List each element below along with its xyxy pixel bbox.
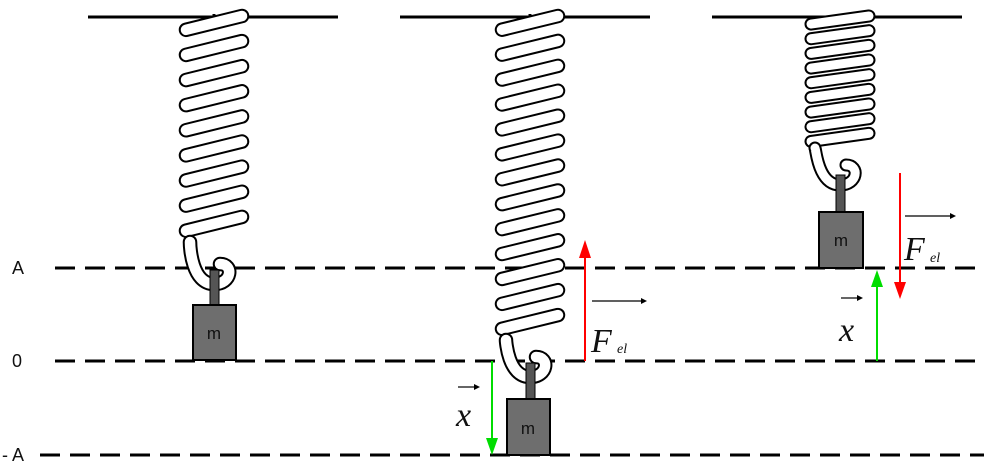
level-label-a: A (12, 258, 24, 278)
displacement-label-3: x (838, 295, 863, 349)
displacement-arrow-3 (871, 270, 883, 361)
mass-label-3: m (834, 231, 848, 250)
mass-label-2: m (521, 419, 535, 438)
spring-stretched (494, 8, 566, 385)
spring-equilibrium (178, 8, 250, 292)
force-arrow-2 (579, 240, 591, 361)
level-label-minus-a: - A (2, 445, 24, 465)
level-label-zero: 0 (12, 351, 22, 371)
force-label-2: F el (590, 298, 647, 360)
x-symbol-3: x (838, 312, 854, 349)
f-symbol-2: F (590, 323, 613, 360)
f-subscript-3: el (930, 251, 940, 266)
mass-block-2: m (506, 362, 551, 456)
mass-block-3: m (818, 174, 864, 269)
x-symbol-2: x (455, 397, 471, 434)
mass-block-1: m (192, 269, 237, 361)
f-symbol-3: F (903, 231, 926, 268)
f-subscript-2: el (617, 342, 627, 357)
displacement-label-2: x (455, 384, 480, 434)
force-label-3: F el (903, 213, 956, 268)
mass-label-1: m (207, 324, 221, 343)
spring-compressed (804, 9, 876, 192)
force-arrow-3 (894, 173, 906, 299)
displacement-arrow-2 (486, 361, 498, 455)
